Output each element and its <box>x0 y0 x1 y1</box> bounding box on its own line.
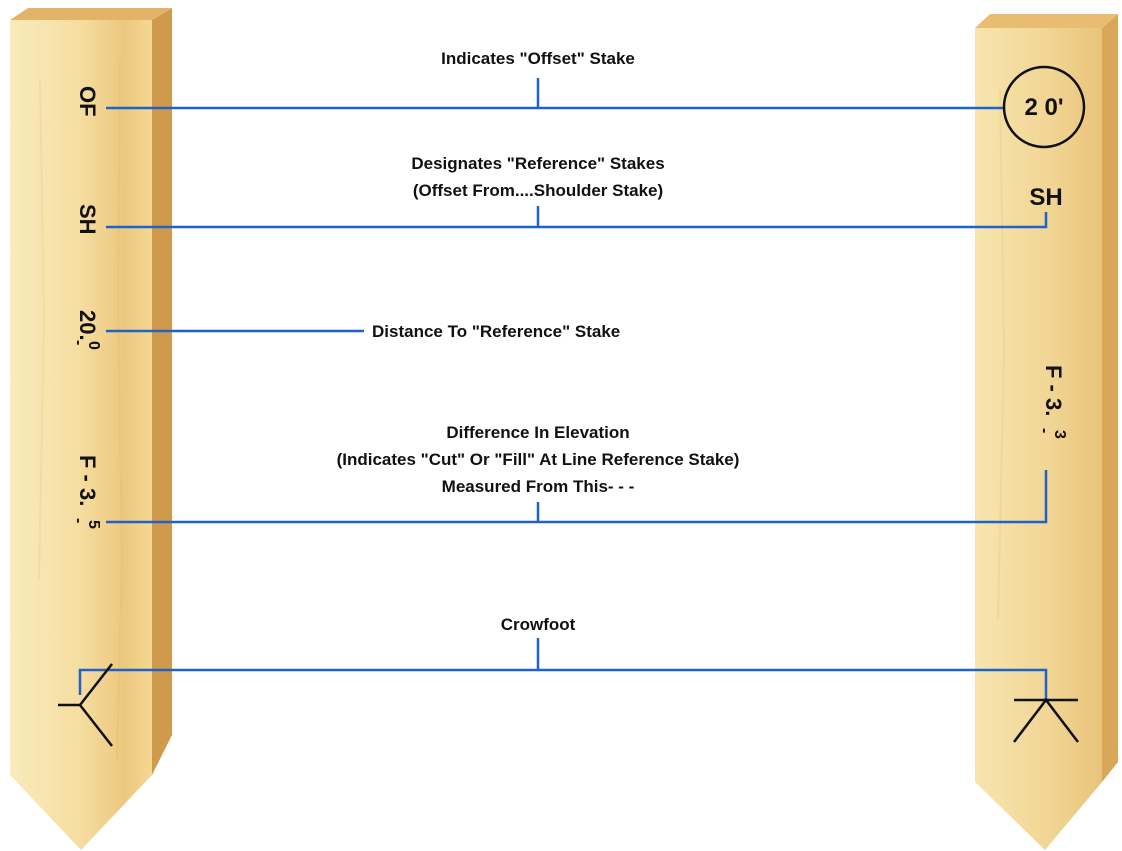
elevation-line <box>106 470 1048 524</box>
left-stake-grain <box>38 79 46 581</box>
left-stake-top-face <box>10 8 172 20</box>
left-stake-of: OF <box>75 86 100 117</box>
right-stake-elevation-under: - <box>1036 428 1053 433</box>
right-stake-sh: SH <box>1029 184 1062 211</box>
crowfoot-label: Crowfoot <box>501 615 576 634</box>
right-stake-markings: F - 3. 3 - <box>1036 365 1068 439</box>
right-stake <box>975 14 1118 850</box>
left-stake <box>10 8 172 850</box>
left-stake-elevation-sup: 5 <box>85 520 102 529</box>
right-stake-elevation-sup: 3 <box>1051 430 1068 439</box>
right-stake-top-face <box>975 14 1118 28</box>
elevation-label: Difference In Elevation <box>446 423 629 442</box>
offset-stake-label: Indicates "Offset" Stake <box>441 49 635 68</box>
left-stake-sh: SH <box>75 204 100 235</box>
right-stake-front-face <box>975 28 1102 850</box>
left-stake-front-face <box>10 20 152 850</box>
elevation-measured-label: Measured From This- - - <box>442 477 635 496</box>
left-stake-elevation: F - 3. <box>75 455 100 506</box>
left-stake-elevation-under: - <box>70 518 87 523</box>
right-stake-side-face <box>1102 14 1118 782</box>
left-stake-distance-under: - <box>70 340 87 345</box>
left-stake-grain <box>116 59 124 761</box>
distance-label: Distance To "Reference" Stake <box>372 322 620 341</box>
leader-lines <box>78 78 1048 700</box>
left-stake-distance-sup: 0 <box>85 341 102 350</box>
shoulder-line <box>106 212 1048 229</box>
left-stake-side-face <box>152 8 172 775</box>
left-stake-markings: OF SH 20. 0 - F - 3. 5 - <box>70 86 102 529</box>
reference-stakes-sublabel: (Offset From....Shoulder Stake) <box>413 181 663 200</box>
elevation-sublabel: (Indicates "Cut" Or "Fill" At Line Refer… <box>337 450 740 469</box>
right-stake-grain <box>997 89 1006 621</box>
reference-stakes-label: Designates "Reference" Stakes <box>411 154 664 173</box>
crowfoot-marks <box>58 663 1079 747</box>
offset-circle-value: 2 0' <box>1024 94 1063 121</box>
crowfoot-line <box>78 668 1048 700</box>
left-stake-distance: 20. <box>75 310 100 341</box>
right-stake-elevation: F - 3. <box>1041 365 1066 416</box>
offset-circle <box>1002 65 1086 149</box>
